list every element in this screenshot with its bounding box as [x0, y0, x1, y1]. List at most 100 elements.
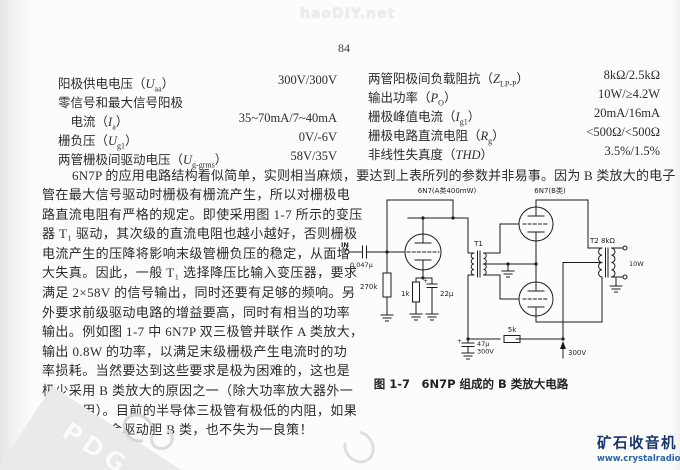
spec-label-close: ） [467, 110, 481, 124]
junction-dot [421, 216, 425, 220]
spec-value: 35~70mA/7~40mA [238, 111, 337, 125]
spec-label-close: ） [480, 148, 494, 162]
spec-symbol: U [145, 77, 155, 91]
spec-symbol: P [430, 91, 439, 105]
input-capacitor-label: 0.047μ [350, 261, 373, 269]
spec-symbol-subscript: aa [154, 84, 162, 94]
cathode-capacitor-label: 22μ [440, 290, 454, 298]
transformer-t1-label: T1 [473, 240, 483, 248]
spec-label-close: ） [125, 134, 138, 148]
filter-resistor-5k [503, 335, 521, 343]
article-text-line: 输出 0.8W 的功率，以满足末级栅极产生电流时的功 [42, 343, 348, 359]
tube-b-lower-envelope [518, 281, 554, 317]
scan-left-edge-shadow [0, 0, 32, 470]
spec-row: 零信号和最大信号阳极 [58, 92, 337, 111]
article-text-line: 满足 2×58V 的信号输出，同时还要有足够的频响。另 [42, 284, 356, 300]
spec-label: 输出功率（ [368, 91, 431, 105]
spec-value: 8kΩ/2.5kΩ [603, 68, 660, 82]
article-text-line: 般不采用）。目前的半导体三极管有极低的内阻，如果 [42, 402, 358, 418]
spec-symbol-subscript: g1 [459, 117, 468, 127]
cathode-capacitor [426, 283, 438, 288]
cathode-resistor-label: 1k [401, 290, 410, 298]
tube-b-upper-envelope [518, 206, 554, 242]
junction-dot [506, 262, 510, 266]
filter-capacitor [461, 342, 475, 347]
spec-value: 58V/35V [290, 149, 337, 163]
spec-symbol-subscript: a [112, 122, 116, 132]
spec-row: 输出功率（PO） 10W/≥4.2W [368, 87, 660, 108]
spec-row: 阳极供电电压（Uaa） 300V/300V [58, 73, 337, 94]
spec-symbol: THD [455, 148, 481, 162]
tube-a-envelope [404, 233, 442, 271]
article-text-line: 率损耗。当然要达到这些要求是极为困难的，这也是 [42, 363, 351, 379]
spec-symbol-subscript: g1 [117, 141, 126, 151]
tube-cathodes [414, 231, 545, 292]
spec-row: 电流（Ia） 35~70mA/7~40mA [58, 111, 338, 132]
spec-value: 10W/≥4.2W [597, 87, 660, 101]
article-text-line: 路直流电阻有严格的规定。即使采用图 1-7 所示的变压 [42, 206, 363, 222]
spec-label-close: ） [516, 72, 529, 86]
spec-label: 两管阳极间负载阻抗（ [368, 72, 494, 86]
output-power-label: 10W [629, 260, 644, 268]
filter-capacitor-voltage: 300V [477, 348, 494, 356]
spec-symbol-subscript: g [488, 136, 493, 146]
tube-plates [414, 215, 545, 308]
spec-row: 栅极峰值电流（Ig1） 20mA/16mA [368, 106, 660, 127]
spec-table-right-column: 两管阳极间负载阻抗（ZLP-P） 8kΩ/2.5kΩ 输出功率（PO） 10W/… [368, 68, 660, 163]
spec-row: 栅负压（Ug1） 0V/-6V [58, 130, 337, 151]
spec-symbol: U [183, 153, 193, 167]
spec-label-close: ） [492, 129, 505, 143]
input-terminal [344, 249, 350, 255]
supply-voltage-label: 300V [568, 349, 586, 357]
article-text-line: 管在最大信号驱动时栅极有栅流产生，所以对栅极电 [42, 187, 351, 202]
spec-label: 两管栅极间驱动电压（ [58, 153, 184, 167]
spec-label: 零信号和最大信号阳极 [58, 96, 184, 110]
cathode-resistor-1k [412, 281, 420, 303]
article-text-line: 输出。例如图 1-7 中 6N7P 双三极管并联作 A 类放大， [42, 324, 364, 340]
spec-symbol: R [480, 129, 489, 143]
filter-capacitor-value: 47μ [477, 340, 489, 348]
article-intro-line: 6N7P 的应用电路结构看似简单，实则相当麻烦，要达到上表所列的参数并非易事。因… [72, 168, 676, 183]
article-left-column: 管在最大信号驱动时栅极有栅流产生，所以对栅极电 路直流电阻有严格的规定。即使采用… [42, 184, 363, 439]
spec-symbol-subscript: LP-P [499, 79, 517, 89]
spec-symbol-subscript: g-grms [192, 160, 215, 170]
spec-label: 栅极峰值电流（ [368, 110, 456, 124]
junction-dot [534, 262, 538, 266]
spec-symbol-subscript: O [438, 98, 444, 108]
filter-resistor-label: 5k [508, 326, 517, 334]
transformer-t1-core [477, 250, 481, 278]
supply-arrow-icon [560, 341, 566, 349]
junction-dot [561, 337, 565, 341]
ground-symbols [380, 270, 623, 360]
junction-dot [466, 337, 470, 341]
filter-capacitor-plus: + [457, 338, 462, 345]
tube-grids [406, 223, 550, 300]
site-logo-url: www.crystalradio.cn [597, 453, 680, 464]
spec-label: 栅极电路直流电阻（ [368, 129, 481, 143]
circuit-wires [348, 199, 624, 359]
figure-caption: 图 1-7 6N7P 组成的 B 类放大电路 [373, 377, 569, 391]
site-logo-name: 矿石收音机 [597, 436, 677, 452]
input-label: IN [341, 241, 349, 249]
article-text-line: 极少采用 B 类放大的原因之一（除大功率放大器外一 [42, 382, 354, 398]
spec-label: 栅负压（ [58, 134, 109, 148]
grid-resistor-270k [382, 272, 392, 298]
spec-row: 两管栅极间驱动电压（Ug-grms） 58V/35V [58, 149, 337, 170]
spec-symbol: I [455, 110, 460, 124]
scan-right-edge-shadow [670, 0, 680, 470]
spec-value: 3.5%/1.5% [604, 144, 660, 158]
input-capacitor [362, 245, 367, 259]
transformer-t2-secondary [610, 247, 616, 278]
spec-row: 两管阳极间负载阻抗（ZLP-P） 8kΩ/2.5kΩ [368, 68, 660, 89]
article-text-line: 电流产生的压降将影响末级管栅负压的稳定，从面增 [42, 245, 351, 261]
transformer-t1-primary [470, 252, 475, 276]
junction-dot [385, 250, 389, 254]
spec-value: <500Ω/<500Ω [586, 125, 660, 139]
circuit-diagram: 6N7(A类400mW) 6N7(B类) IN 0.047μ 270k 1k +… [341, 186, 644, 360]
transformer-t1-secondary [482, 252, 487, 276]
page-number: 84 [338, 41, 350, 55]
spec-label-close: ） [214, 153, 228, 167]
cathode-capacitor-plus: + [423, 278, 428, 285]
transformer-t2-core [605, 247, 609, 278]
